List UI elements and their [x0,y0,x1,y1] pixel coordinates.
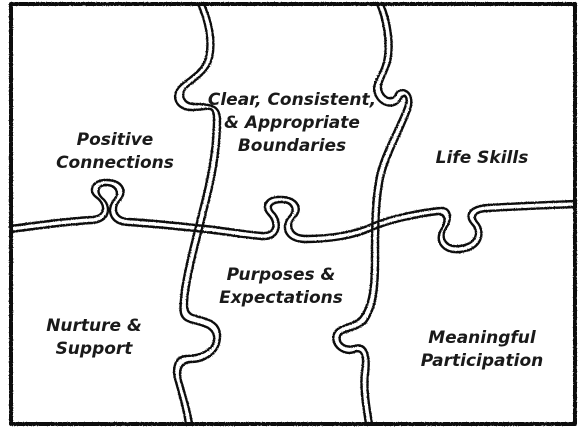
label-line: Positive [76,130,154,150]
label-line: Nurture & [46,316,142,336]
piece-label-purposes-expectations: Purposes & Expectations [206,264,356,310]
piece-label-life-skills: Life Skills [412,147,552,170]
puzzle-border [9,2,577,426]
label-line: Expectations [219,288,343,308]
piece-label-positive-connections: Positive Connections [45,129,185,175]
label-line: Clear, Consistent, [207,90,377,110]
label-line: Connections [56,153,174,173]
piece-label-boundaries: Clear, Consistent, & Appropriate Boundar… [196,89,388,158]
piece-label-meaningful-participation: Meaningful Participation [412,327,552,373]
label-line: Participation [420,351,544,371]
label-line: Meaningful [428,328,536,348]
label-line: Support [55,339,133,359]
piece-label-nurture-support: Nurture & Support [24,315,164,361]
horizontal-seam [9,178,577,254]
right-vertical-seam [332,2,413,426]
label-line: Life Skills [435,148,529,168]
label-line: & Appropriate [224,113,360,133]
left-vertical-seam [172,2,222,426]
label-line: Purposes & [226,265,336,285]
label-line: Boundaries [237,136,347,156]
